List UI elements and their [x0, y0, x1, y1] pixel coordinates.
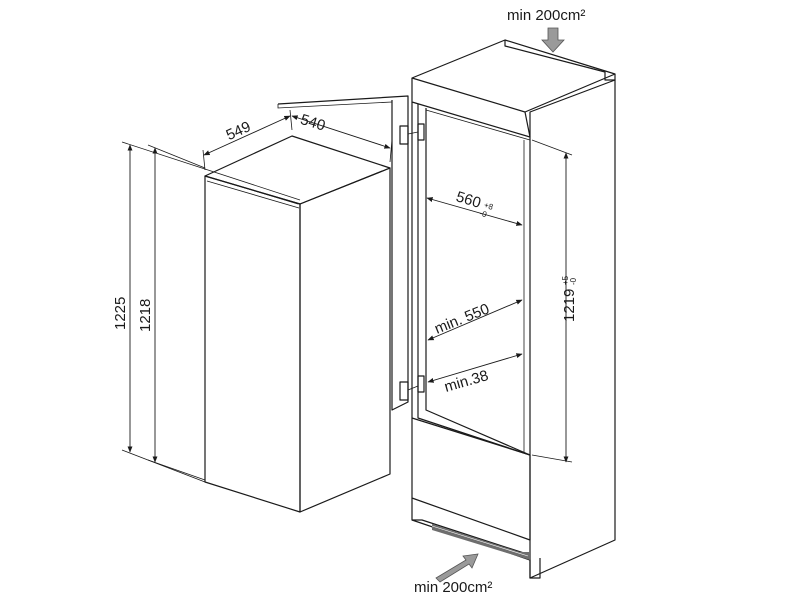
label-vent-bottom: min 200cm²: [414, 579, 492, 596]
down-arrow-icon: [541, 27, 565, 53]
cabinet-top-face: [411, 39, 616, 113]
open-door: [277, 95, 409, 411]
appliance-unit: [204, 135, 391, 513]
dimension-min-550: min. 550: [427, 299, 523, 341]
label-560-tol-lower: -0: [478, 209, 488, 220]
cabinet-niche: [411, 39, 616, 579]
label-1219: 1219: [561, 289, 578, 322]
appliance-top-face: [204, 135, 391, 205]
top-vent-indicator: min 200cm²: [507, 7, 585, 53]
label-1218: 1218: [137, 299, 154, 332]
label-vent-top: min 200cm²: [507, 7, 585, 24]
dimension-1218: 1218: [137, 144, 206, 481]
label-560: 560: [454, 188, 483, 212]
label-1219-tol-lower: -0: [569, 277, 578, 285]
dimension-560: 560 +8 -0: [426, 188, 523, 226]
bottom-vent-grille: [431, 524, 530, 560]
label-540: 540: [298, 111, 327, 135]
label-min-38: min.38: [442, 367, 490, 396]
label-560-tol-upper: +8: [483, 201, 495, 212]
label-549: 549: [224, 118, 254, 144]
dimension-540: 540: [291, 111, 393, 163]
cabinet-side-panel: [529, 79, 616, 579]
dimension-1219: 1219 +5 -0: [531, 139, 578, 463]
up-right-arrow-icon: [435, 553, 479, 583]
label-1225: 1225: [112, 297, 129, 330]
dimension-min-38: min.38: [427, 353, 523, 396]
dimension-549: 549: [202, 109, 293, 171]
dimension-1225: 1225: [112, 141, 301, 483]
appliance-front-face: [204, 175, 301, 513]
label-1219-tol-upper: +5: [561, 275, 570, 285]
label-min-550: min. 550: [432, 300, 492, 337]
bottom-vent-indicator: min 200cm²: [414, 553, 492, 596]
appliance-side-face: [299, 167, 391, 513]
